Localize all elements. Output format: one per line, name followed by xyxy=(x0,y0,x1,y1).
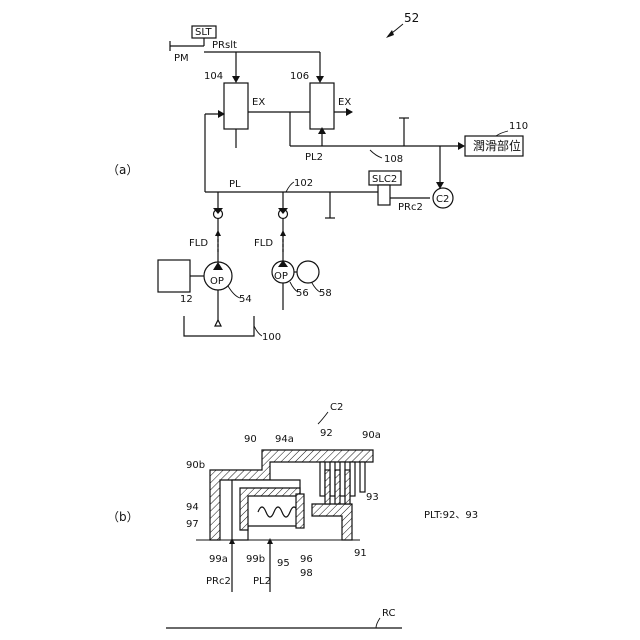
oil-line-102-label: 102 xyxy=(294,178,313,189)
fld-right-arrowhead xyxy=(280,230,286,236)
label-90b: 90b xyxy=(186,460,205,471)
spring-retainer-96 xyxy=(296,494,304,528)
separator-plates-93 xyxy=(325,470,350,504)
leader-100 xyxy=(254,326,262,336)
arrow-to-104 xyxy=(232,76,240,83)
label-99a: 99a xyxy=(209,554,228,565)
lube-part-label: 潤滑部位 xyxy=(473,138,521,153)
op-left-label: OP xyxy=(210,276,224,287)
motor-58-label: 58 xyxy=(319,288,332,299)
clutch-c2-label: C2 xyxy=(436,194,449,205)
label-94a: 94a xyxy=(275,434,294,445)
friction-plate xyxy=(350,462,355,496)
rc-leader xyxy=(376,618,380,628)
rc-axis: RC xyxy=(166,608,402,628)
part-a-hydraulic-circuit: （a） SLT PM PRslt 104 EX 106 EX xyxy=(107,26,528,343)
clutch-hub-91 xyxy=(312,504,352,540)
valve-106-label: 106 xyxy=(290,71,309,82)
regulator-valve-104 xyxy=(224,83,248,129)
fld-right-label: FLD xyxy=(254,238,273,249)
label-93: 93 xyxy=(366,492,379,503)
label-96: 96 xyxy=(300,554,313,565)
separator-plate xyxy=(325,470,330,504)
regulator-valve-106 xyxy=(310,83,334,129)
ex-106-arrow xyxy=(346,108,353,116)
pump-54-label: 54 xyxy=(239,294,252,305)
pl2-arrow xyxy=(267,538,273,544)
slt-label: SLT xyxy=(195,27,213,38)
pl-label: PL xyxy=(229,179,241,190)
figure-number-arrowhead xyxy=(386,30,394,38)
arrow-to-lube xyxy=(458,142,465,150)
label-90a: 90a xyxy=(362,430,381,441)
friction-plate xyxy=(330,462,335,496)
op-right-label: OP xyxy=(274,271,288,282)
figure-number-label: 52 xyxy=(404,11,419,25)
c2-label: C2 xyxy=(330,402,343,413)
fld-left-label: FLD xyxy=(189,238,208,249)
leader-102 xyxy=(286,182,294,192)
ex-104-label: EX xyxy=(252,97,265,108)
engine-12 xyxy=(158,260,190,292)
part-b-clutch-section: （b） C2 90 xyxy=(107,402,478,592)
c2-leader xyxy=(318,412,328,424)
part-a-label: （a） xyxy=(107,163,138,177)
part-b-label: （b） xyxy=(107,510,139,524)
pl2-flow-label: PL2 xyxy=(253,576,271,587)
oil-line-108-label: 108 xyxy=(384,154,403,165)
lube-110-label: 110 xyxy=(509,121,528,132)
fld-left-arrowhead xyxy=(215,230,221,236)
pump-56-label: 56 xyxy=(296,288,309,299)
leader-108 xyxy=(370,150,382,158)
prslt-label: PRslt xyxy=(212,40,237,51)
figure-number: 52 xyxy=(386,11,419,38)
friction-plate xyxy=(340,462,345,496)
arrow-to-106 xyxy=(316,76,324,83)
friction-plate xyxy=(320,462,325,496)
label-97: 97 xyxy=(186,519,199,530)
ex-106-label: EX xyxy=(338,97,351,108)
valve-104-label: 104 xyxy=(204,71,223,82)
slc2-label: SLC2 xyxy=(372,174,397,185)
leader-110 xyxy=(496,131,508,136)
label-98: 98 xyxy=(300,568,313,579)
label-99b: 99b xyxy=(246,554,265,565)
engine-12-label: 12 xyxy=(180,294,193,305)
friction-plate xyxy=(360,462,365,492)
prc2-label: PRc2 xyxy=(398,202,423,213)
label-90: 90 xyxy=(244,434,257,445)
rc-label: RC xyxy=(382,608,395,619)
tank-100-label: 100 xyxy=(262,332,281,343)
pm-label: PM xyxy=(174,53,189,64)
pl2-label: PL2 xyxy=(305,152,323,163)
separator-plate xyxy=(335,470,340,504)
label-91: 91 xyxy=(354,548,367,559)
prc2-flow-label: PRc2 xyxy=(206,576,231,587)
label-95: 95 xyxy=(277,558,290,569)
plt-label: PLT:92、93 xyxy=(424,510,478,521)
electric-motor-58 xyxy=(297,261,319,283)
suction-strainer xyxy=(215,320,221,326)
label-92: 92 xyxy=(320,428,333,439)
separator-plate xyxy=(345,470,350,504)
slc2-valve xyxy=(378,185,390,205)
label-94: 94 xyxy=(186,502,199,513)
